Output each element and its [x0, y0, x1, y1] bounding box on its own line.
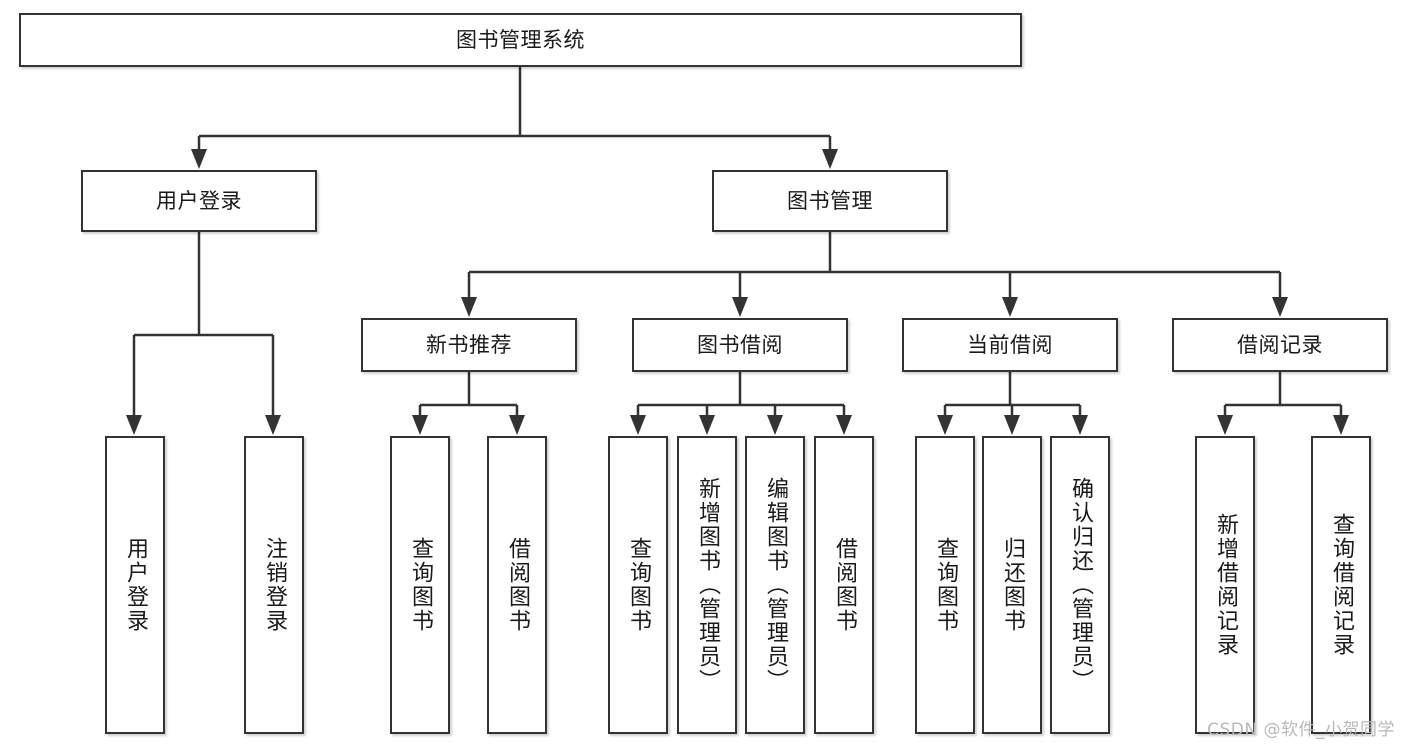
node-borrow-record[interactable]: 借阅记录: [1172, 318, 1388, 372]
node-label-current-borrow: 当前借阅: [967, 332, 1053, 357]
arrowhead-user-login-arrow-1: [126, 415, 142, 435]
node-book-management[interactable]: 图书管理: [712, 170, 948, 232]
node-label-add-borrow-record: 新增借阅记录: [1213, 513, 1238, 657]
node-user-login[interactable]: 用户登录: [81, 170, 317, 232]
arrowhead-new-book-arrow-2: [509, 415, 525, 435]
node-query-book-nb[interactable]: 查询图书: [390, 436, 450, 734]
node-label-book-borrow: 图书借阅: [697, 332, 783, 357]
node-label-user-logout-leaf: 注销登录: [262, 537, 287, 633]
node-label-query-book-bb: 查询图书: [626, 537, 651, 633]
node-label-confirm-return-admin: 确认归还（管理员）: [1068, 477, 1093, 693]
arrowhead-book-borrow-arrow-1: [630, 415, 646, 435]
arrowhead-bus-to-user-login: [191, 149, 207, 169]
node-label-borrow-book-nb: 借阅图书: [505, 537, 530, 633]
node-current-borrow[interactable]: 当前借阅: [902, 318, 1118, 372]
arrowhead-borrow-record-arrow-1: [1217, 415, 1233, 435]
node-return-book[interactable]: 归还图书: [982, 436, 1042, 734]
arrowhead-book-borrow-arrow-4: [836, 415, 852, 435]
node-confirm-return-admin[interactable]: 确认归还（管理员）: [1050, 436, 1110, 734]
arrowhead-new-book-arrow-1: [412, 415, 428, 435]
node-add-borrow-record[interactable]: 新增借阅记录: [1195, 436, 1255, 734]
node-book-borrow[interactable]: 图书借阅: [632, 318, 848, 372]
node-label-root: 图书管理系统: [456, 27, 585, 52]
node-label-user-login: 用户登录: [156, 188, 242, 213]
node-borrow-book-bb[interactable]: 借阅图书: [814, 436, 874, 734]
node-label-edit-book-admin: 编辑图书（管理员）: [763, 477, 788, 693]
arrowhead-borrow-record-arrow-2: [1333, 415, 1349, 435]
arrowhead-user-login-arrow-2: [265, 415, 281, 435]
node-borrow-book-nb[interactable]: 借阅图书: [487, 436, 547, 734]
node-label-query-book-cb: 查询图书: [933, 537, 958, 633]
node-user-login-leaf[interactable]: 用户登录: [105, 436, 165, 734]
arrowhead-bus-to-book-borrow: [732, 297, 748, 317]
arrowhead-bus-to-book-management: [822, 149, 838, 169]
node-query-borrow-record[interactable]: 查询借阅记录: [1311, 436, 1371, 734]
node-label-return-book: 归还图书: [1000, 537, 1025, 633]
node-label-borrow-record: 借阅记录: [1237, 332, 1323, 357]
arrowhead-book-borrow-arrow-3: [767, 415, 783, 435]
arrowhead-bus-to-current-borrow: [1002, 297, 1018, 317]
node-query-book-cb[interactable]: 查询图书: [915, 436, 975, 734]
arrowhead-bus-to-new-book: [461, 297, 477, 317]
node-label-query-borrow-record: 查询借阅记录: [1329, 513, 1354, 657]
node-edit-book-admin[interactable]: 编辑图书（管理员）: [745, 436, 805, 734]
arrowhead-current-borrow-arrow-1: [937, 415, 953, 435]
node-label-new-book-recommend: 新书推荐: [426, 332, 512, 357]
arrowhead-current-borrow-arrow-2: [1004, 415, 1020, 435]
node-new-book-recommend[interactable]: 新书推荐: [361, 318, 577, 372]
arrowhead-book-borrow-arrow-2: [699, 415, 715, 435]
arrowhead-current-borrow-arrow-3: [1072, 415, 1088, 435]
node-label-book-management: 图书管理: [787, 188, 873, 213]
arrowhead-bus-to-borrow-record: [1272, 297, 1288, 317]
node-add-book-admin[interactable]: 新增图书（管理员）: [677, 436, 737, 734]
node-query-book-bb[interactable]: 查询图书: [608, 436, 668, 734]
node-label-query-book-nb: 查询图书: [408, 537, 433, 633]
node-label-borrow-book-bb: 借阅图书: [832, 537, 857, 633]
node-label-user-login-leaf: 用户登录: [123, 537, 148, 633]
node-root[interactable]: 图书管理系统: [19, 13, 1022, 67]
node-user-logout-leaf[interactable]: 注销登录: [244, 436, 304, 734]
node-label-add-book-admin: 新增图书（管理员）: [695, 477, 720, 693]
